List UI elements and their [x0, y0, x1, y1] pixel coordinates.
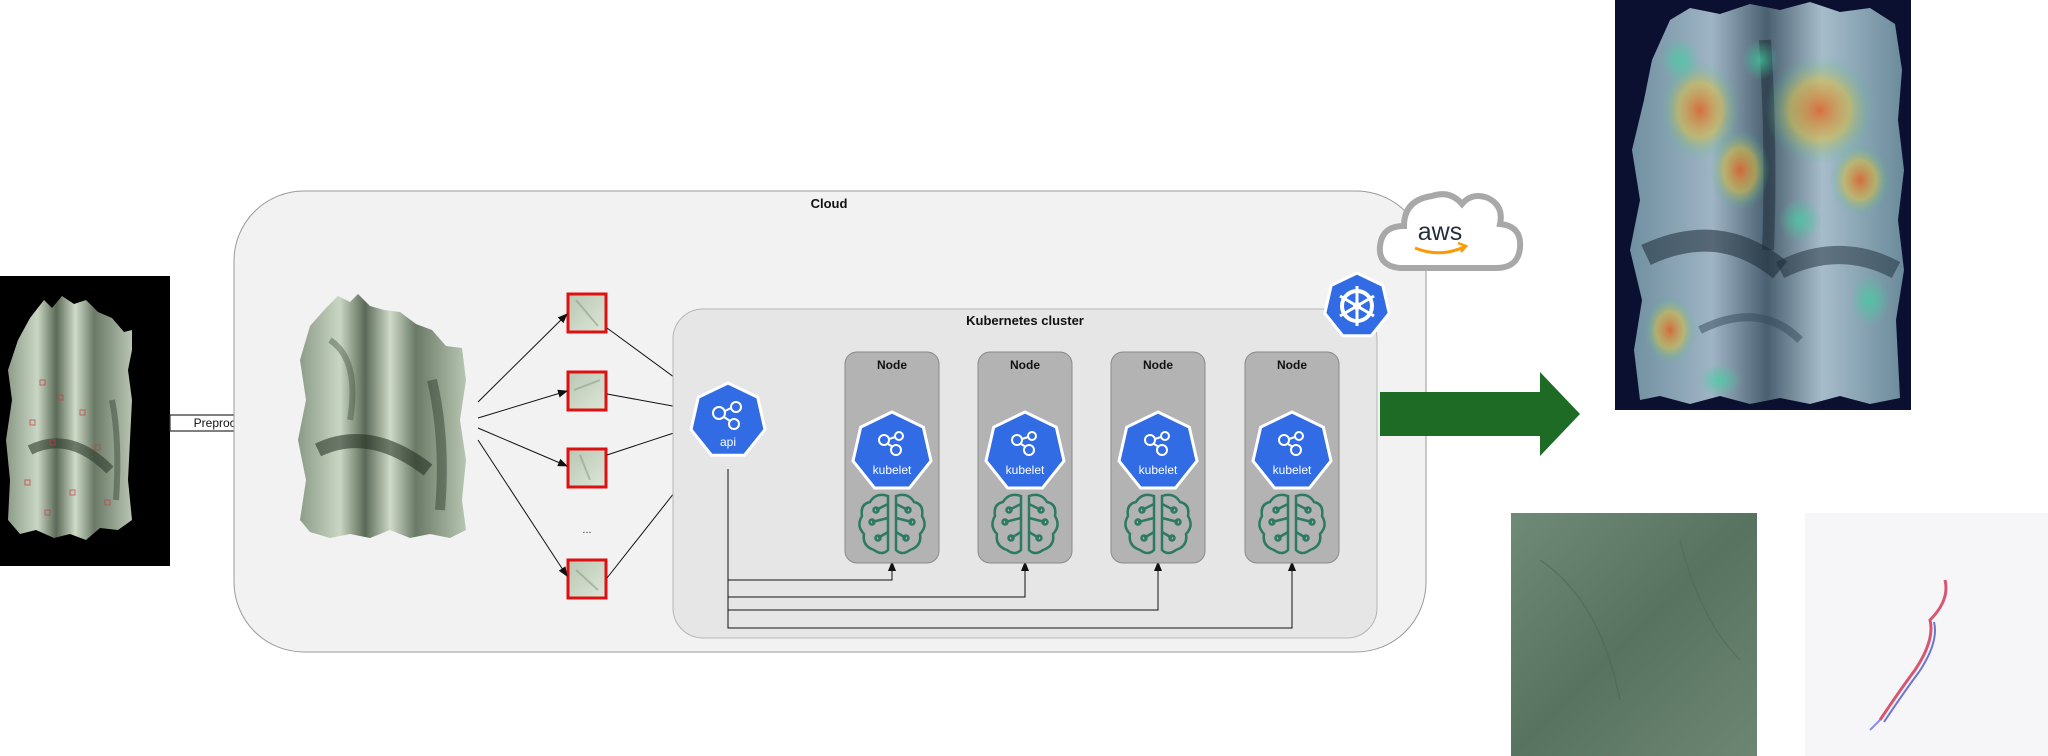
image-patch	[566, 292, 608, 334]
aws-label: aws	[1418, 218, 1462, 246]
node-label: Node	[877, 358, 907, 372]
preprocessed-hide-image	[298, 294, 466, 538]
node-label: Node	[1277, 358, 1307, 372]
kubelet-label: kubelet	[873, 463, 912, 477]
image-patch	[566, 370, 608, 412]
node-4: Node kubelet	[1244, 351, 1340, 564]
node-1: Node kubelet	[844, 351, 940, 564]
node-3: Node kubelet	[1110, 351, 1206, 564]
kubelet-label: kubelet	[1139, 463, 1178, 477]
saliency-map-image	[1805, 513, 2048, 756]
kubelet-icon: kubelet	[984, 410, 1066, 490]
node-label: Node	[1143, 358, 1173, 372]
aws-cloud-icon: aws	[1376, 191, 1524, 271]
defect-heatmap-image	[1615, 0, 1911, 410]
ml-model-brain-icon	[1124, 493, 1192, 555]
kubelet-icon: kubelet	[1117, 410, 1199, 490]
node-label: Node	[1010, 358, 1040, 372]
kubelet-icon: kubelet	[1251, 410, 1333, 490]
kubelet-label: kubelet	[1006, 463, 1045, 477]
node-2: Node kubelet	[977, 351, 1073, 564]
ml-model-brain-icon	[1258, 493, 1326, 555]
kubelet-icon: kubelet	[851, 410, 933, 490]
image-patch	[566, 447, 608, 489]
sample-patch-image	[1511, 513, 1757, 756]
kubernetes-logo-icon	[1323, 271, 1391, 338]
split-arrows	[477, 313, 568, 577]
image-patch	[566, 558, 608, 600]
output-arrow	[1380, 372, 1580, 456]
api-label: api	[720, 435, 736, 449]
ellipsis-label: ...	[582, 524, 591, 536]
api-server-icon: api	[689, 381, 767, 457]
input-hide-image	[0, 276, 170, 566]
cloud-label: Cloud	[811, 196, 848, 211]
kubelet-label: kubelet	[1273, 463, 1312, 477]
cluster-label: Kubernetes cluster	[966, 313, 1084, 328]
api-to-node-arrows	[727, 469, 1296, 629]
ml-model-brain-icon	[991, 493, 1059, 555]
patch-group: ...	[566, 292, 608, 600]
ml-model-brain-icon	[858, 493, 926, 555]
